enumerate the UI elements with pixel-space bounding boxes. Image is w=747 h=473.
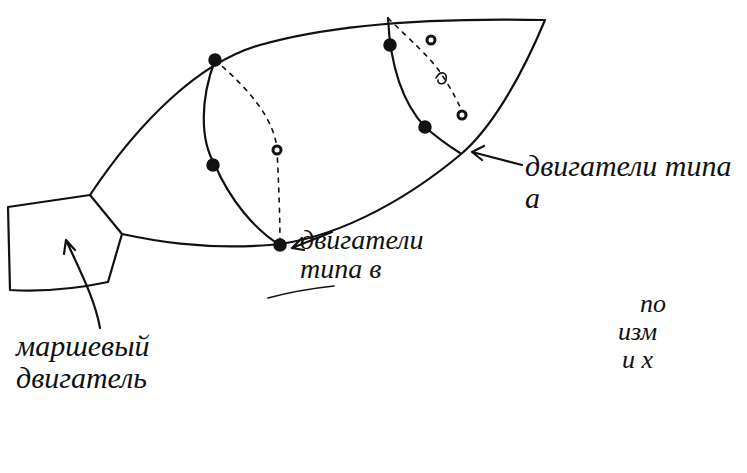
- handwritten-label: двигатели типа а: [525, 150, 740, 213]
- engine-ring-a-hidden: [388, 18, 463, 115]
- handwritten-label: по: [640, 290, 730, 317]
- handwritten-label: и х: [622, 346, 732, 373]
- engine-dot: [384, 39, 396, 51]
- body-rear: [90, 195, 122, 234]
- hidden-mark: [436, 73, 446, 84]
- rocket-body: [90, 20, 545, 247]
- leader-arrow: [64, 240, 100, 328]
- engine-dot: [207, 159, 219, 171]
- engine-ring-b: [204, 60, 280, 245]
- leader-arrow: [472, 146, 522, 165]
- engine-ring-b-hidden: [215, 60, 280, 245]
- engine-dot-hidden: [273, 146, 281, 154]
- handwritten-label: маршевый двигатель: [16, 330, 246, 393]
- engine-dot: [419, 121, 431, 133]
- engine-dot: [209, 54, 221, 66]
- handwritten-label: двигатели типа в: [300, 225, 490, 284]
- engine-dot: [274, 239, 286, 251]
- engine-dot-hidden: [458, 111, 466, 119]
- engine-dot-hidden: [427, 36, 435, 44]
- handwritten-label: изм: [618, 318, 728, 345]
- pen-stroke: [268, 286, 334, 298]
